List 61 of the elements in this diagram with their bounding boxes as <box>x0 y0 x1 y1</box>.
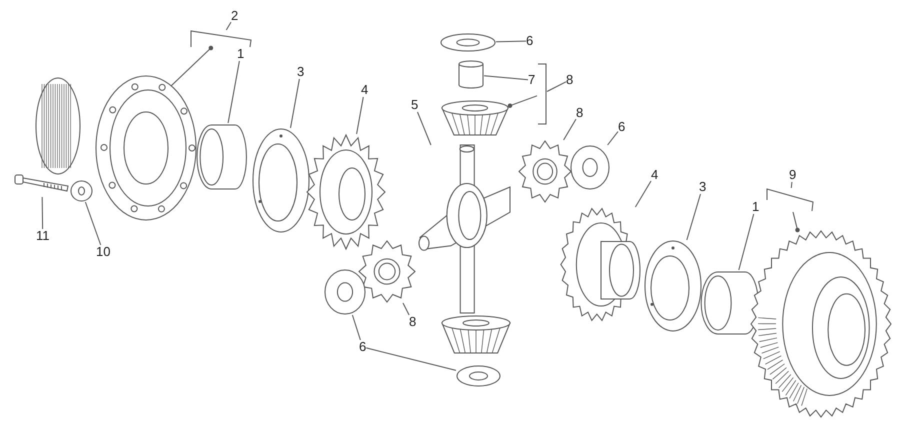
leader-line <box>634 180 652 208</box>
leader-line <box>366 347 456 371</box>
leader-line <box>563 118 576 140</box>
thrust-washer-drawing <box>324 269 366 315</box>
leader-line <box>402 302 410 316</box>
callout-number: 9 <box>789 168 796 182</box>
bracket-drawing <box>190 30 252 48</box>
callout-number: 6 <box>359 340 366 354</box>
callout-number: 4 <box>361 83 368 97</box>
callout-number: 3 <box>699 180 706 194</box>
leader-line <box>738 214 754 270</box>
callout-number: 4 <box>651 168 658 182</box>
thrust-washer-drawing <box>456 365 501 387</box>
shim-ring-drawing <box>644 240 702 332</box>
leader-line <box>417 112 432 146</box>
callout-number: 6 <box>618 120 626 134</box>
pinion-gear-drawing <box>518 140 572 203</box>
callout-number: 7 <box>528 73 536 87</box>
callout-number: 8 <box>576 106 584 120</box>
callout-number: 2 <box>231 9 238 23</box>
callout-number: 8 <box>566 73 574 87</box>
pinion-gear-drawing <box>440 100 510 137</box>
bracket-drawing <box>537 63 547 125</box>
leader-line <box>170 46 214 86</box>
bushing-drawing <box>458 60 484 89</box>
bearing-ring-drawing <box>700 270 760 336</box>
leader-line <box>228 60 240 124</box>
leader-line <box>607 131 618 146</box>
leader-line <box>496 40 526 42</box>
washer-drawing <box>70 180 93 202</box>
pinion-gear-drawing <box>440 315 512 355</box>
leader-line <box>790 182 792 188</box>
shim-ring-drawing <box>252 128 310 233</box>
leader-line <box>686 194 701 240</box>
callout-number: 8 <box>409 315 416 329</box>
helical-gear-drawing <box>750 230 892 418</box>
callout-number: 11 <box>36 229 50 243</box>
callout-number: 1 <box>752 200 760 214</box>
bracket-drawing <box>766 188 814 212</box>
callout-number: 6 <box>526 34 534 48</box>
bearing-ring-drawing <box>196 123 248 191</box>
side-gear-drawing <box>306 134 386 250</box>
callout-number: 5 <box>411 98 418 112</box>
thrust-washer-drawing <box>570 145 610 190</box>
thrust-washer-drawing <box>440 33 496 52</box>
leader-line <box>352 314 361 340</box>
leader-line <box>508 95 538 108</box>
leader-line <box>546 81 566 92</box>
leader-line <box>356 96 364 134</box>
leader-line <box>792 212 800 232</box>
leader-line <box>226 22 232 30</box>
callout-number: 1 <box>237 47 244 61</box>
spider-cross-drawing <box>418 145 512 313</box>
leader-line <box>290 78 300 128</box>
callout-number: 10 <box>96 245 110 259</box>
side-gear-drawing <box>560 207 642 322</box>
pinion-gear-drawing <box>358 240 416 303</box>
leader-line <box>484 75 528 80</box>
leader-line <box>42 196 44 230</box>
leader-line <box>84 202 102 246</box>
callout-number: 3 <box>297 65 304 79</box>
